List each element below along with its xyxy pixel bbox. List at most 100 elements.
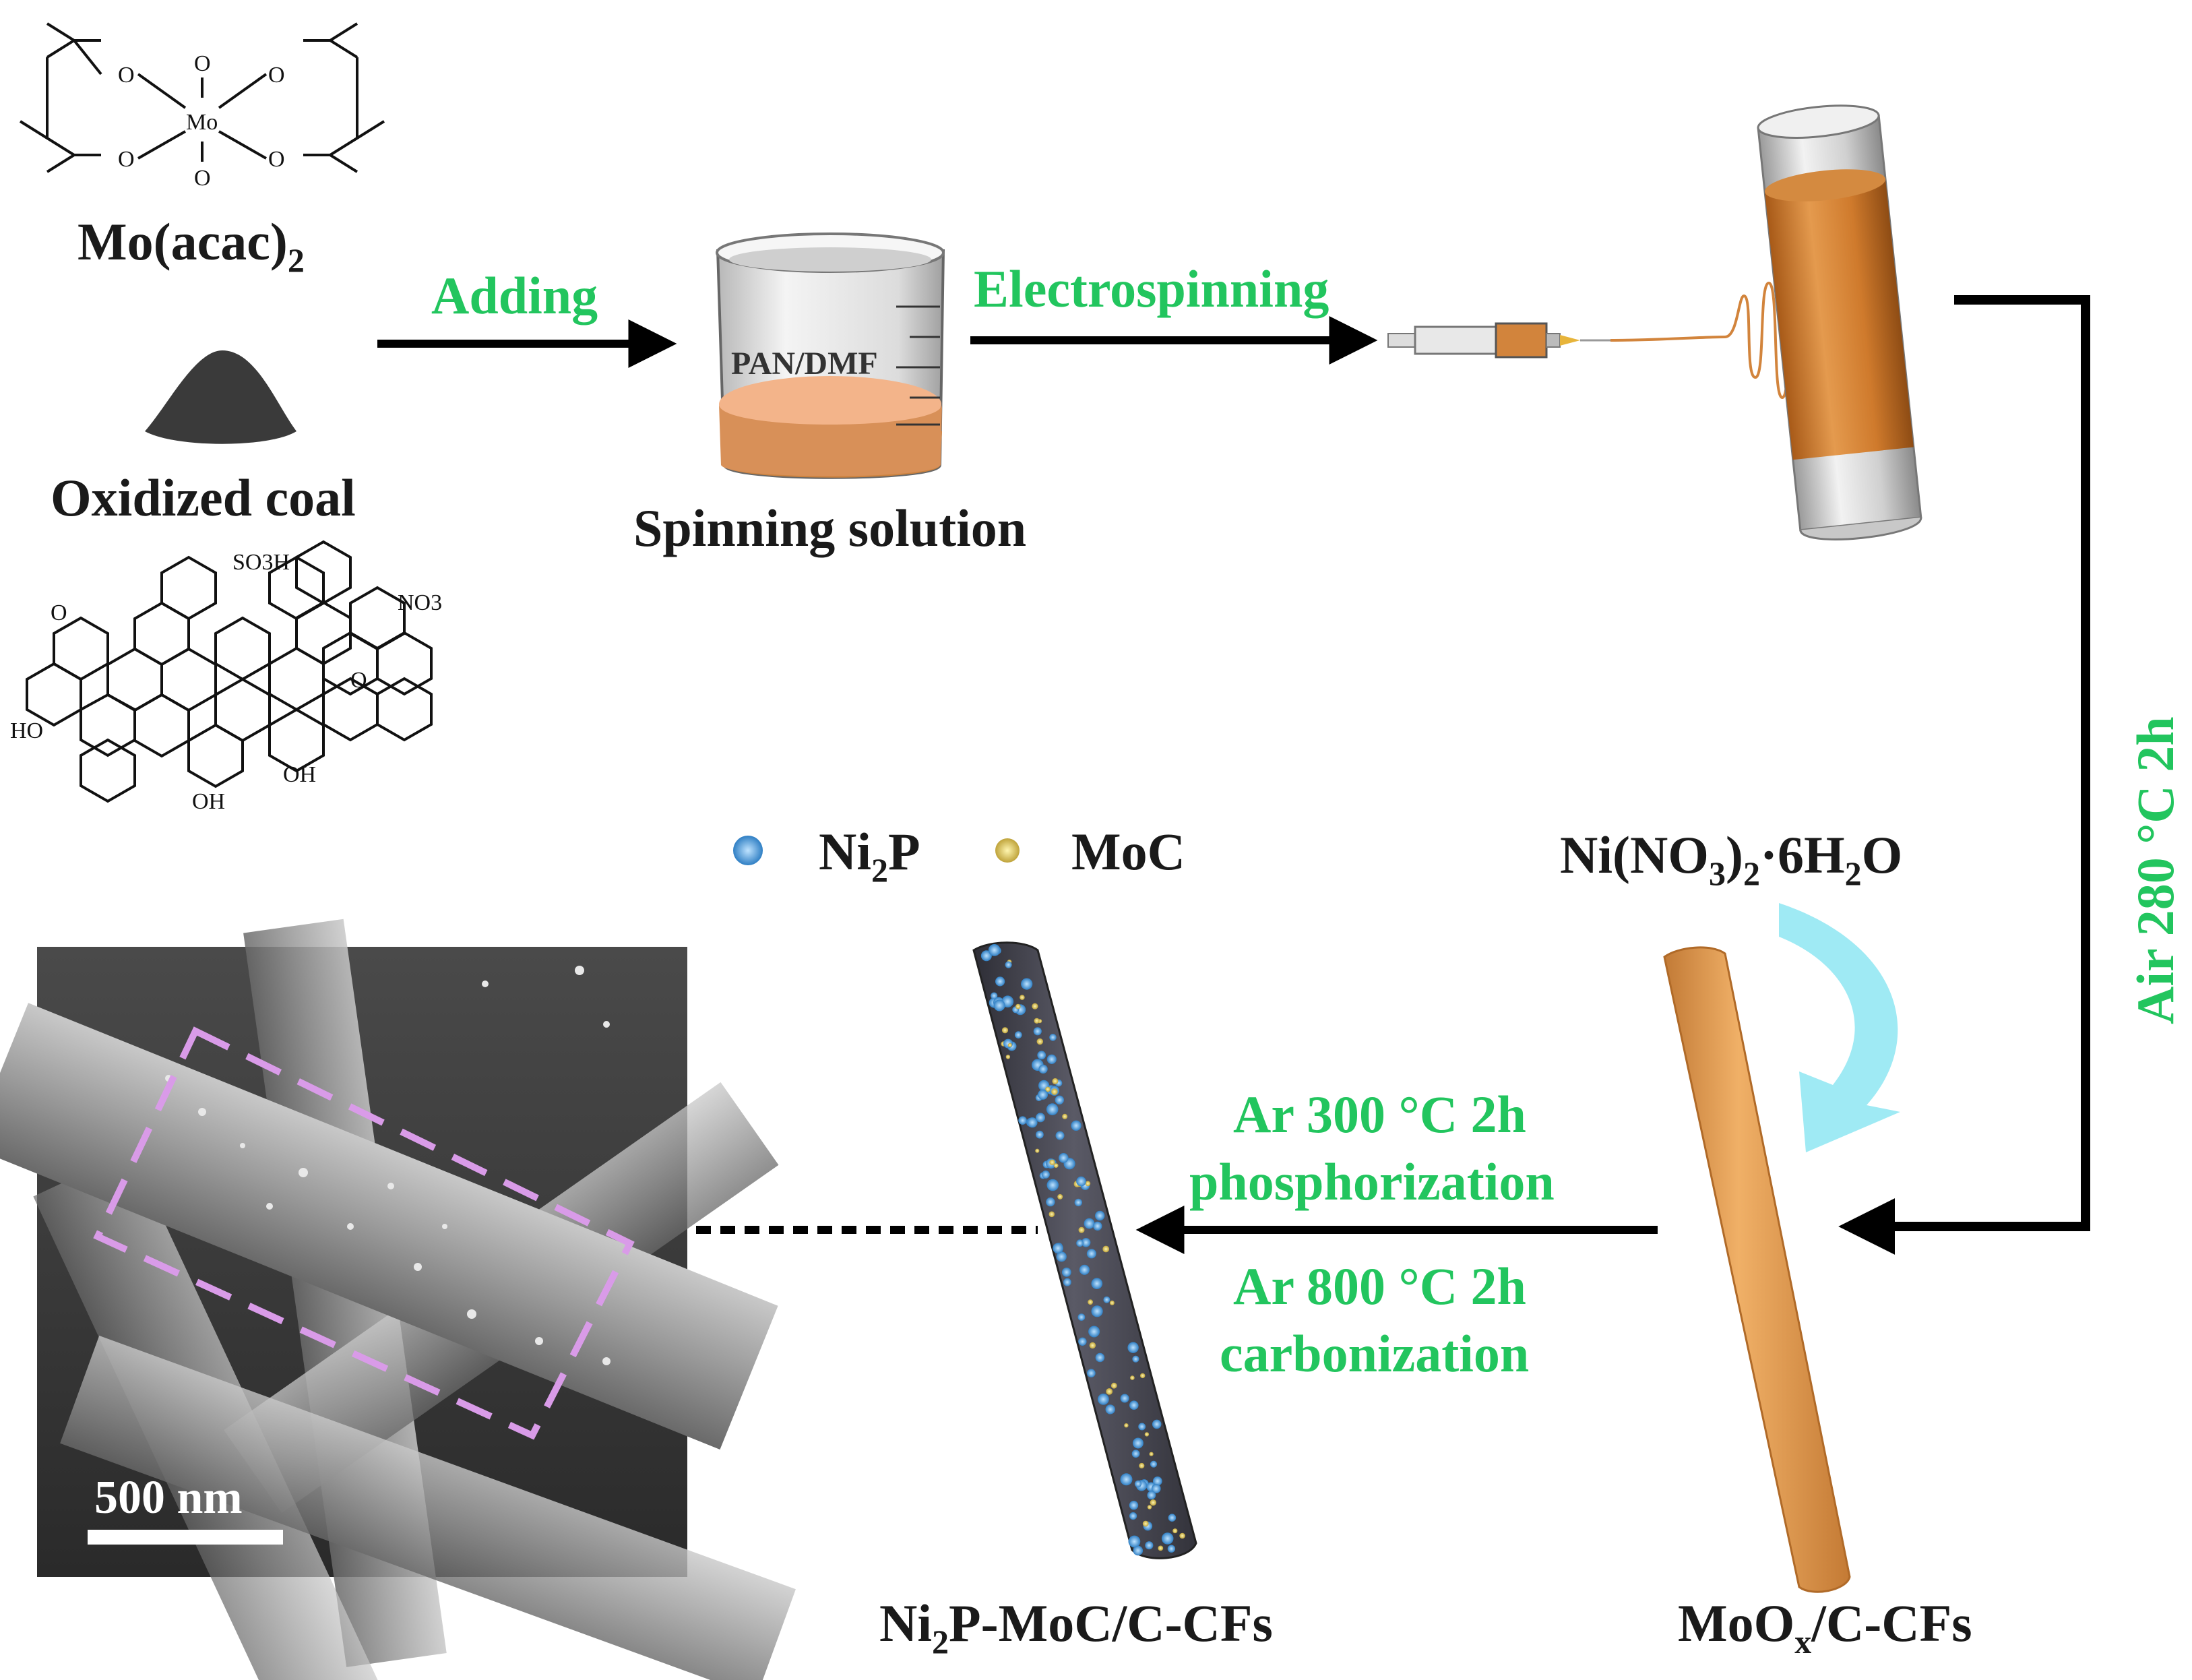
ni2p-particle (1033, 1027, 1042, 1036)
coal-powder (145, 350, 296, 444)
legend-moc-dot (995, 838, 1020, 863)
ni2p-particle (1120, 1394, 1129, 1403)
scale-bar-label: 500 nm (94, 1472, 243, 1524)
o-atom-3: O (268, 63, 285, 88)
moc-particle (1085, 1181, 1091, 1187)
moc-particle (1130, 1375, 1135, 1380)
moc-particle (1053, 1163, 1059, 1168)
ni2p-particle (988, 944, 1001, 956)
ni2p-particle (1037, 1051, 1046, 1060)
ni2p-particle (1003, 1038, 1013, 1049)
air-connector-arrow (1838, 295, 2090, 1255)
o-atom-2: O (118, 147, 135, 172)
ni2p-particle (1105, 1404, 1115, 1414)
moc-particle (1147, 1505, 1152, 1510)
moc-particle (1102, 1245, 1110, 1253)
electrospinning-label: Electrospinning (974, 259, 1329, 318)
ni2p-particle (1087, 1369, 1096, 1377)
moc-particle (1034, 1018, 1040, 1024)
moc-particle (1020, 995, 1025, 1000)
ni2p-particle (1005, 961, 1012, 968)
ni2p-particle (1076, 1176, 1086, 1187)
ni2p-particle (1152, 1419, 1162, 1429)
ni2p-particle (1036, 1113, 1045, 1123)
moc-particle (1110, 1382, 1117, 1389)
ni2p-particle (1133, 1545, 1144, 1556)
moc-particle (1109, 1300, 1115, 1305)
ni2p-particle (1127, 1342, 1139, 1353)
ni2p-particle (1078, 1337, 1087, 1346)
ni2p-particle (1059, 1153, 1069, 1163)
moc-particle (1139, 1462, 1145, 1469)
moc-particle (1078, 1226, 1085, 1233)
moc-particle (1062, 1113, 1068, 1119)
ni2p-particle (1129, 1400, 1139, 1410)
ni2p-particle (1129, 1501, 1139, 1510)
moc-particle (1048, 1211, 1055, 1218)
coal-structure: SO3H NO3 O O HO OH OH (10, 540, 442, 814)
ni2p-particle (1152, 1476, 1162, 1486)
ni2p-particle (991, 992, 998, 999)
syringe (1387, 322, 1610, 359)
ni2p-particle (1138, 1423, 1146, 1431)
ni2p-particle (1038, 1064, 1048, 1074)
ni2p-particle (993, 999, 1005, 1012)
ni2p-particle (1056, 1251, 1067, 1262)
legend-ni2p-label: Ni2P (819, 822, 920, 889)
ni2p-particle (1053, 1243, 1063, 1254)
ni2p-particle (1103, 1296, 1110, 1303)
ni2p-particle (1049, 1034, 1057, 1041)
pan-dmf-label: PAN/DMF (731, 346, 878, 381)
ni2p-particle (1088, 1326, 1100, 1338)
no3-group: NO3 (398, 590, 442, 615)
ni2p-moc-label: Ni2P-MoC/C-CFs (879, 1594, 1273, 1660)
moc-particle (1032, 1003, 1038, 1009)
moc-particle (1106, 1388, 1113, 1395)
ni2p-particle (1041, 1170, 1050, 1179)
moc-particle (1049, 1159, 1055, 1166)
ni2p-particle (1079, 1264, 1090, 1275)
ni2p-particle (1150, 1460, 1158, 1468)
ho-group: HO (10, 718, 43, 743)
moc-particle (1089, 1342, 1096, 1349)
carb-line1: Ar 800 °C 2h (1233, 1257, 1526, 1315)
ni2p-particle (1014, 1031, 1022, 1039)
ni2p-particle (1098, 1394, 1109, 1405)
collector-drum (1757, 104, 1922, 540)
ni2p-particle (1132, 1355, 1139, 1363)
ni2p-particle (1132, 1437, 1144, 1449)
ni2p-particle (1046, 1197, 1055, 1207)
moox-label: MoOx/C-CFs (1678, 1594, 1972, 1660)
fiber-particles (980, 944, 1185, 1556)
sem-image (0, 919, 796, 1680)
ni2p-particle (1093, 1221, 1102, 1231)
impregnation-arrow (1779, 903, 1900, 1152)
ni2p-particle (1168, 1514, 1177, 1522)
ni2p-particle (1076, 1239, 1084, 1247)
ni2p-particle (1055, 1095, 1065, 1105)
moc-particle (1088, 1299, 1093, 1305)
ni2p-particle (1036, 1130, 1044, 1139)
phos-line1: Ar 300 °C 2h (1233, 1085, 1526, 1144)
moc-particle (1045, 1086, 1051, 1092)
mo-atom: Mo (186, 110, 218, 135)
moc-particle (1172, 1528, 1178, 1534)
mo-acac-structure: O O O O O O Mo (19, 22, 385, 191)
ni2p-particle (1046, 1103, 1059, 1115)
o-atom-6: O (194, 166, 211, 191)
ni2p-particle (1151, 1484, 1161, 1493)
so3h-group: SO3H (232, 550, 290, 575)
moc-particle (1035, 1148, 1040, 1153)
legend-ni2p-dot (733, 836, 763, 865)
o-atom-5: O (194, 51, 211, 76)
moc-particle (1015, 1003, 1021, 1009)
ni2p-particle (1091, 1305, 1103, 1317)
moc-particle (1051, 1088, 1058, 1095)
ni2p-particle (1046, 1054, 1057, 1064)
oxidized-coal-label: Oxidized coal (51, 468, 356, 527)
ni2p-particle (1095, 1352, 1105, 1363)
ni2p-particle (1095, 1210, 1105, 1221)
ni2p-particle (1046, 1179, 1059, 1191)
ni2p-particle (1131, 1450, 1140, 1458)
